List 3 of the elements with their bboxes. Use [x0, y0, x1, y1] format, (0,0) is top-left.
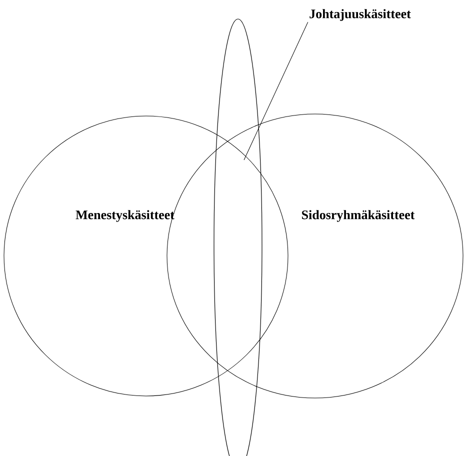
region-label: Sidosryhmäkäsitteet: [300, 209, 416, 223]
label-text: Johtajuuskäsitteet: [310, 9, 411, 21]
ellipse-outline: [214, 18, 262, 456]
